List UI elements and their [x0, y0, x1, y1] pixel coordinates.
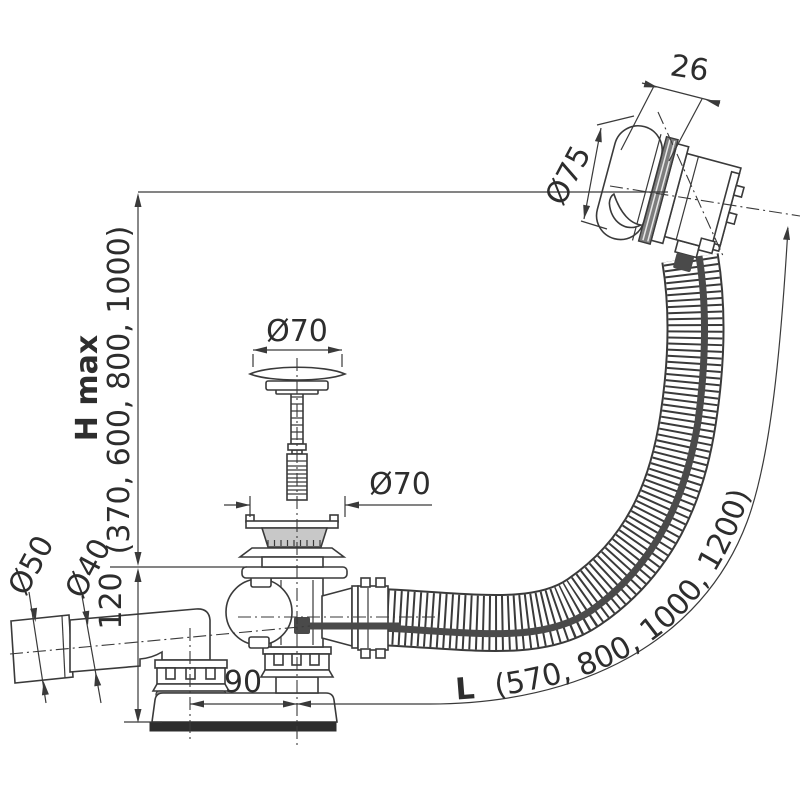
dim-120: 120 — [94, 572, 129, 629]
dim-o70-plug: Ø70 — [266, 314, 328, 349]
strainer — [245, 514, 339, 548]
dim-o50: Ø50 — [2, 530, 62, 601]
dim-h-max-name: H max — [70, 335, 105, 441]
dim-h-max-values: (370, 600, 800, 1000) — [102, 226, 137, 555]
dim-o75: Ø75 — [539, 140, 599, 211]
centerlines — [9, 111, 800, 748]
outlet-elbow — [10, 608, 231, 699]
base-plate — [149, 721, 337, 732]
base-flange — [149, 692, 338, 732]
drain-tee — [225, 575, 400, 694]
dim-90: 90 — [224, 665, 262, 700]
elbow-socket — [10, 614, 74, 684]
control-cable — [381, 255, 709, 638]
flange-bell — [237, 547, 347, 558]
tee-ball-body — [225, 578, 293, 646]
side-union-nut — [357, 577, 389, 659]
dimension-lines — [28, 80, 790, 723]
dim-o70-waste: Ø70 — [369, 467, 431, 502]
dim-26: 26 — [668, 48, 711, 89]
overflow-knob — [595, 125, 745, 273]
cable-anchor — [294, 617, 310, 634]
corrugated-hose — [378, 253, 725, 652]
knob-grip-recess — [608, 192, 644, 229]
tub-flange-plate — [241, 566, 348, 579]
dim-l-name: L — [454, 671, 476, 707]
elbow-pipe — [69, 608, 211, 673]
cable-clamp — [673, 252, 694, 273]
waste-flange-stack — [237, 366, 348, 579]
